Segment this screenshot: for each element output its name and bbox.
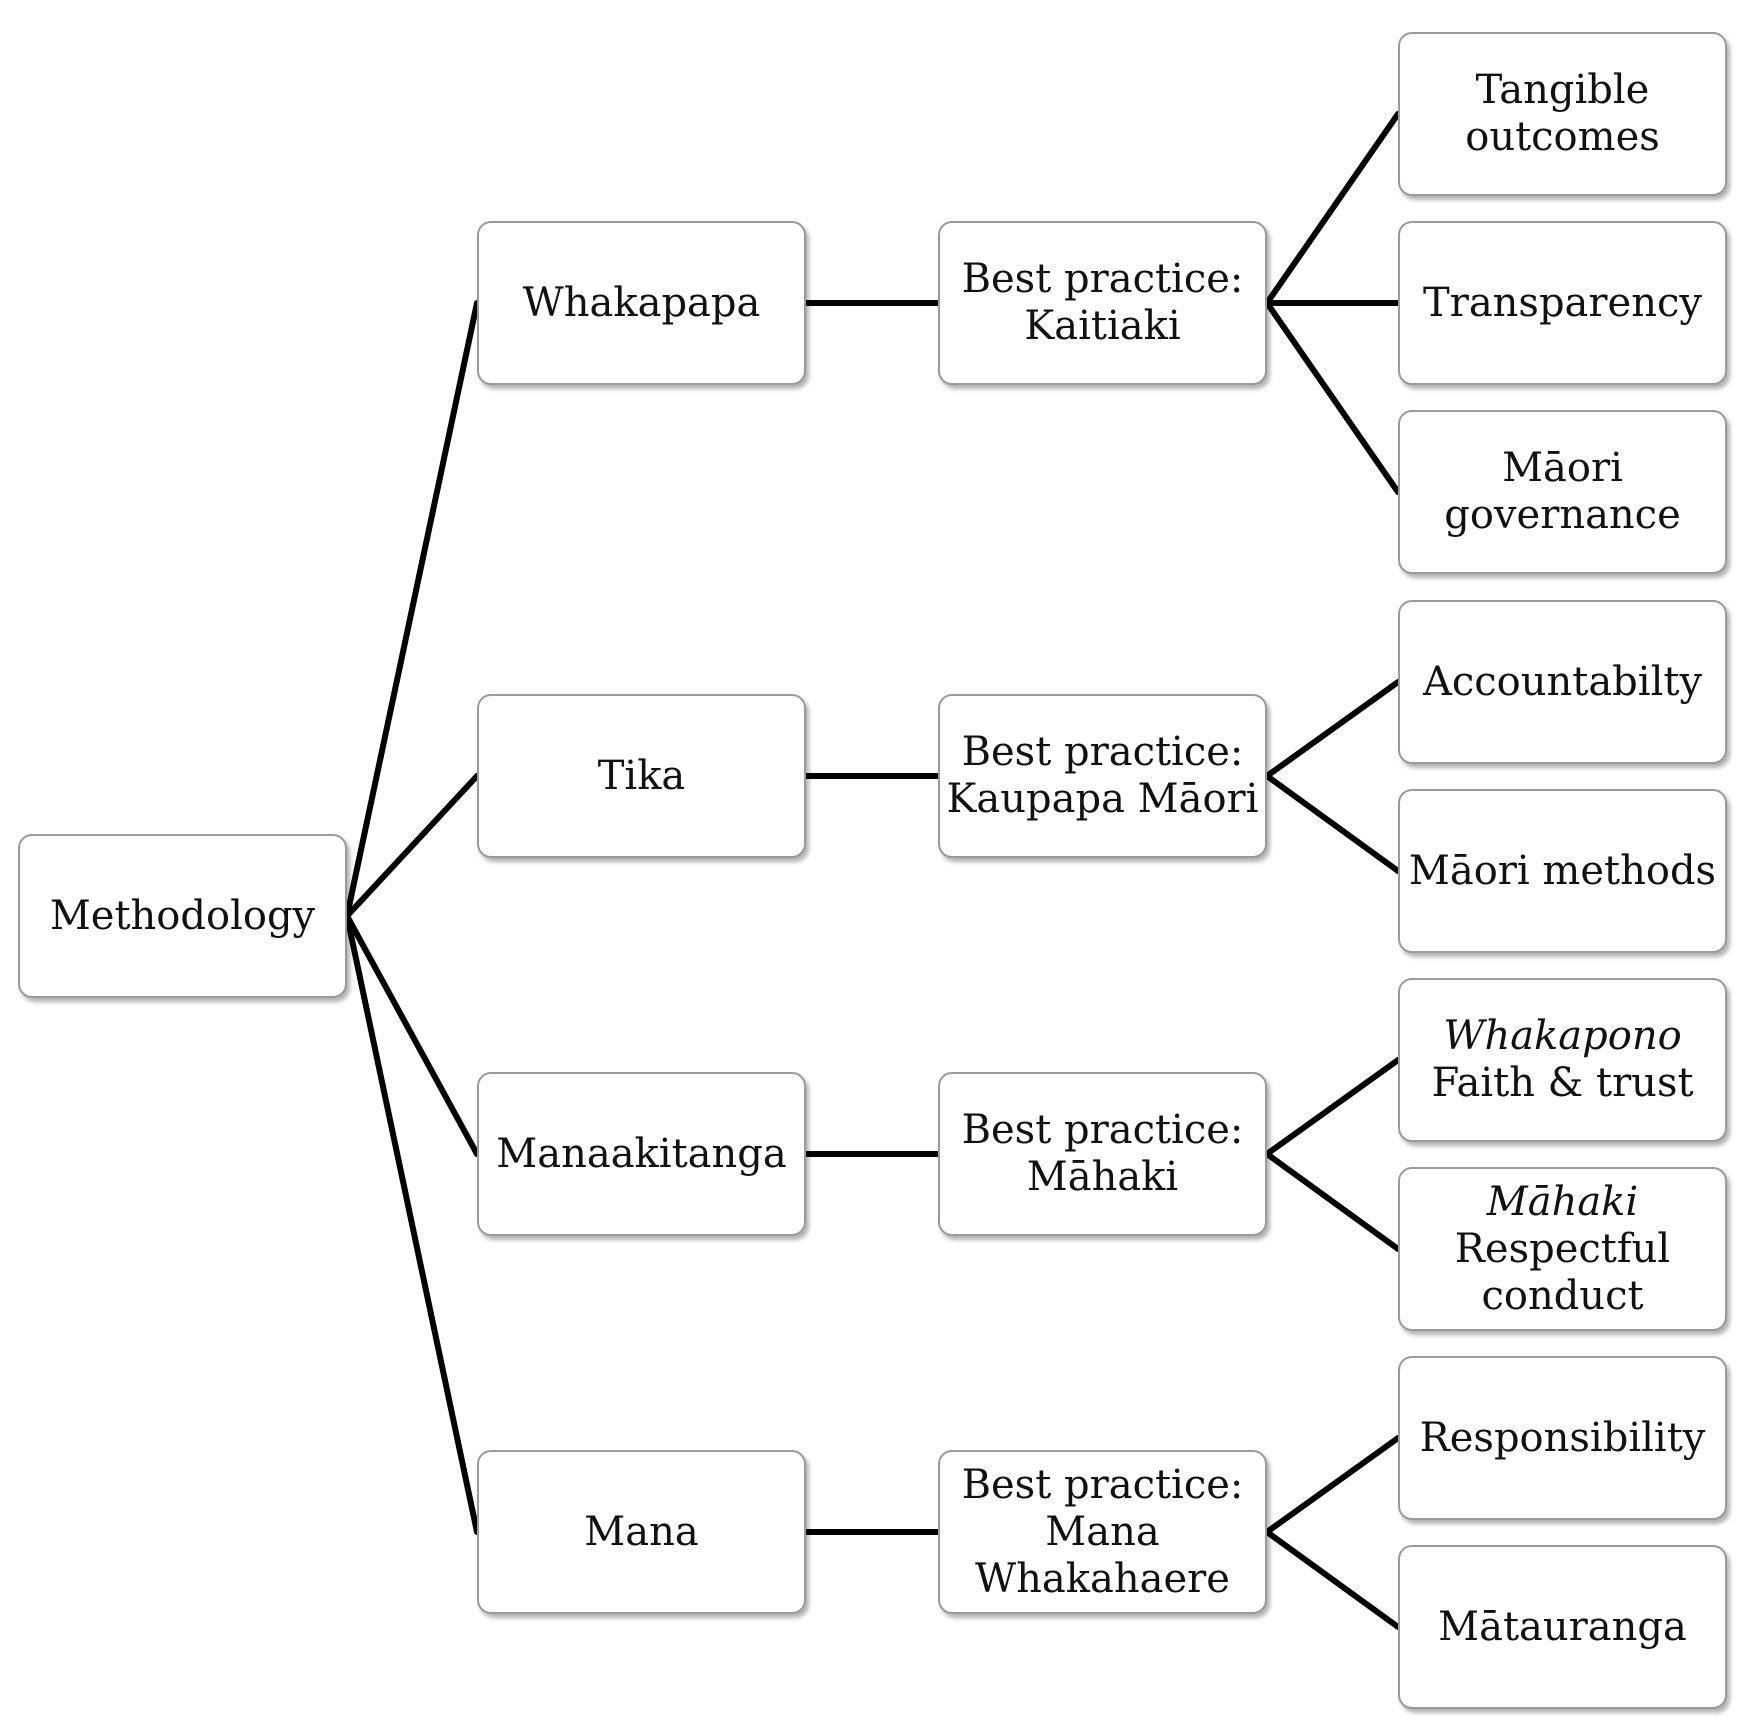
node-responsibility: Responsibility bbox=[1398, 1356, 1727, 1520]
node-text: governance bbox=[1444, 492, 1681, 538]
edge-kaitiaki-tangible bbox=[1264, 111, 1401, 306]
node-text: Manaakitanga bbox=[496, 1130, 787, 1177]
edge-whakahaere-matauranga bbox=[1264, 1529, 1401, 1630]
node-text: Methodology bbox=[49, 892, 316, 939]
node-text: Whakahaere bbox=[975, 1555, 1230, 1602]
node-tangible-outcomes: Tangible outcomes bbox=[1398, 32, 1727, 196]
node-text: Faith & trust bbox=[1431, 1060, 1694, 1106]
edge-kaupapa-accountability bbox=[1264, 679, 1401, 779]
node-text: Māhaki bbox=[1026, 1154, 1179, 1200]
edge-methodology-tika bbox=[344, 773, 480, 919]
node-text: Best practice: bbox=[961, 1461, 1244, 1508]
node-text: Māori methods bbox=[1408, 847, 1717, 894]
node-text: Accountabilty bbox=[1422, 658, 1703, 705]
edge-methodology-manaakitanga bbox=[344, 913, 480, 1157]
node-methodology: Methodology bbox=[18, 834, 347, 998]
node-text: Respectful bbox=[1454, 1225, 1671, 1272]
edge-kaitiaki-governance bbox=[1264, 300, 1401, 495]
node-text: Responsibility bbox=[1419, 1414, 1706, 1461]
node-text: Best practice: bbox=[961, 1107, 1244, 1153]
node-text: Mana bbox=[1045, 1508, 1160, 1555]
node-maori-governance: Māori governance bbox=[1398, 410, 1727, 574]
node-accountability: Accountabilty bbox=[1398, 600, 1727, 764]
edge-kaupapa-methods bbox=[1264, 773, 1401, 874]
node-text: Best practice: bbox=[961, 729, 1244, 775]
edge-mahaki-whakapono bbox=[1264, 1057, 1401, 1157]
edge-methodology-mana bbox=[344, 913, 480, 1535]
node-text: Tika bbox=[597, 752, 686, 799]
node-text: Mana bbox=[584, 1508, 699, 1555]
node-mahaki-respectful-conduct: Māhaki Respectful conduct bbox=[1398, 1167, 1727, 1331]
node-manaakitanga: Manaakitanga bbox=[477, 1072, 806, 1236]
node-mana: Mana bbox=[477, 1450, 806, 1614]
node-whakapono: Whakapono Faith & trust bbox=[1398, 978, 1727, 1142]
node-best-practice-mahaki: Best practice: Māhaki bbox=[938, 1072, 1267, 1236]
node-matauranga: Mātauranga bbox=[1398, 1545, 1727, 1709]
node-text: Kaitiaki bbox=[1024, 303, 1181, 349]
node-text: Tangible bbox=[1475, 67, 1650, 113]
node-best-practice-kaupapa-maori: Best practice: Kaupapa Māori bbox=[938, 694, 1267, 858]
edge-methodology-whakapapa bbox=[344, 300, 480, 919]
node-tika: Tika bbox=[477, 694, 806, 858]
edge-mahaki-respectful bbox=[1264, 1151, 1401, 1252]
node-text: conduct bbox=[1481, 1272, 1644, 1319]
node-whakapapa: Whakapapa bbox=[477, 221, 806, 385]
node-text: outcomes bbox=[1465, 114, 1660, 160]
node-text-italic: Whakapono bbox=[1443, 1013, 1682, 1059]
node-text: Mātauranga bbox=[1438, 1603, 1687, 1650]
node-text: Best practice: bbox=[961, 256, 1244, 302]
node-text: Kaupapa Māori bbox=[946, 776, 1259, 822]
node-text: Māori bbox=[1502, 445, 1623, 491]
edge-whakahaere-responsibility bbox=[1264, 1435, 1401, 1535]
node-maori-methods: Māori methods bbox=[1398, 789, 1727, 953]
node-text: Transparency bbox=[1423, 279, 1702, 326]
node-transparency: Transparency bbox=[1398, 221, 1727, 385]
node-text: Whakapapa bbox=[522, 279, 761, 326]
node-best-practice-kaitiaki: Best practice: Kaitiaki bbox=[938, 221, 1267, 385]
node-text-italic: Māhaki bbox=[1486, 1178, 1639, 1225]
node-best-practice-mana-whakahaere: Best practice: Mana Whakahaere bbox=[938, 1450, 1267, 1614]
